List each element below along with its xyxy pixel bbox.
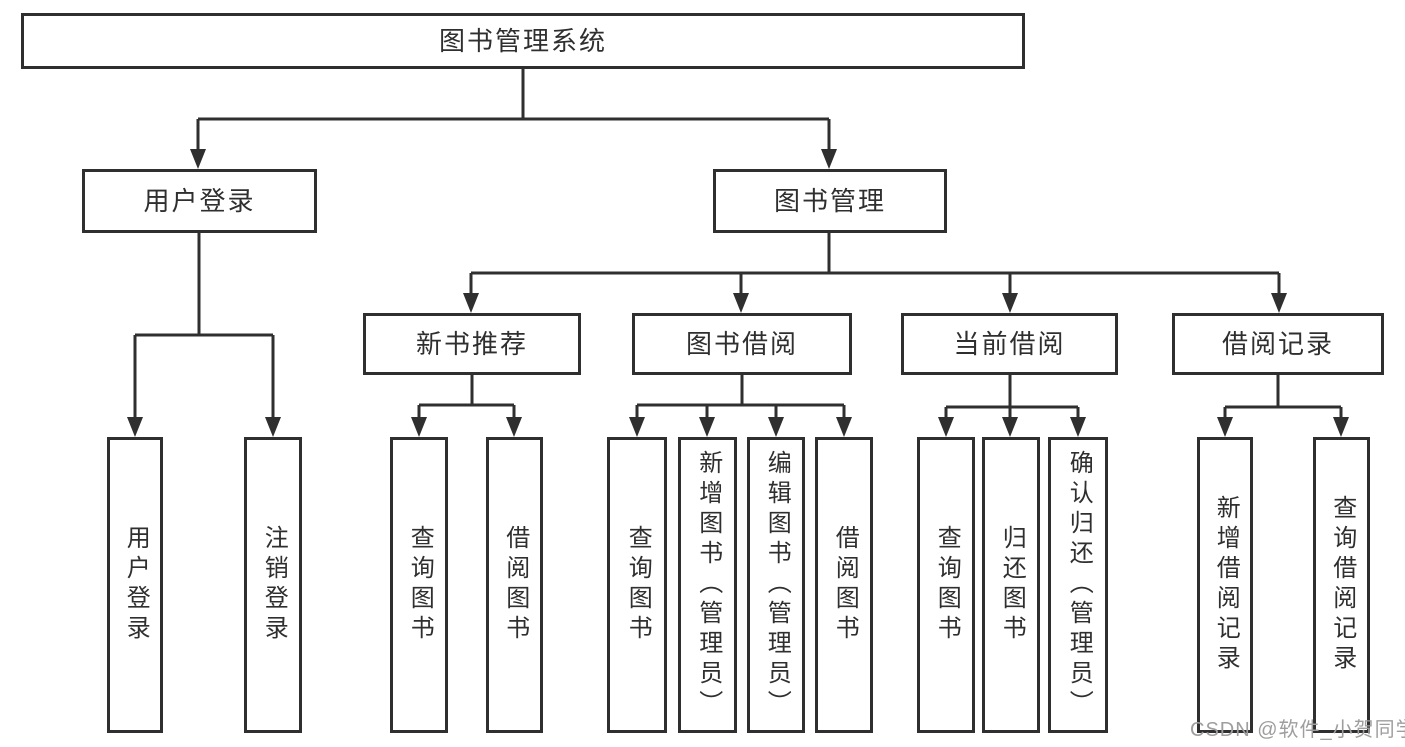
- leaf-return-book: 归还图书: [982, 437, 1040, 733]
- arrowhead-icon: [836, 417, 852, 437]
- node-label: 编辑图书（管理员）: [763, 450, 791, 720]
- arrowhead-icon: [1333, 417, 1349, 437]
- arrowhead-icon: [1070, 417, 1086, 437]
- node-user-login: 用户登录: [82, 169, 317, 233]
- node-label: 确认归还（管理员）: [1065, 450, 1093, 720]
- leaf-edit-book-admin: 编辑图书（管理员）: [747, 437, 805, 733]
- arrowhead-icon: [463, 293, 479, 313]
- arrowhead-icon: [1002, 293, 1018, 313]
- node-book-borrowing: 图书借阅: [632, 313, 852, 375]
- node-label: 当前借阅: [953, 329, 1066, 359]
- node-label: 用户登录: [143, 186, 256, 216]
- leaf-recommend-query-books: 查询图书: [390, 437, 448, 733]
- leaf-recommend-borrow-books: 借阅图书: [486, 437, 543, 733]
- leaf-current-query-books: 查询图书: [917, 437, 975, 733]
- leaf-add-book-admin: 新增图书（管理员）: [678, 437, 737, 733]
- watermark-text: CSDN @软件_小贺同学: [1190, 719, 1405, 741]
- arrowhead-icon: [821, 149, 837, 169]
- arrowhead-icon: [1217, 417, 1233, 437]
- arrowhead-icon: [411, 417, 427, 437]
- node-label: 查询图书: [933, 525, 961, 645]
- arrowheads: [127, 149, 1349, 437]
- arrowhead-icon: [265, 417, 281, 437]
- node-label: 注销登录: [260, 525, 288, 645]
- node-label: 归还图书: [998, 525, 1026, 645]
- leaf-add-borrow-record: 新增借阅记录: [1197, 437, 1253, 733]
- node-borrowing-records: 借阅记录: [1172, 313, 1384, 375]
- node-current-borrowing: 当前借阅: [901, 313, 1118, 375]
- node-label: 新增借阅记录: [1212, 495, 1240, 675]
- leaf-logout: 注销登录: [244, 437, 302, 733]
- watermark: CSDN @软件_小贺同学: [1190, 713, 1405, 742]
- leaf-query-borrow-record: 查询借阅记录: [1313, 437, 1370, 733]
- node-label: 查询借阅记录: [1328, 495, 1356, 675]
- node-label: 借阅图书: [501, 525, 529, 645]
- node-book-management: 图书管理: [713, 169, 947, 233]
- arrowhead-icon: [733, 293, 749, 313]
- node-label: 新书推荐: [415, 329, 528, 359]
- arrowhead-icon: [506, 417, 522, 437]
- connector-lines: [133, 69, 1343, 423]
- arrowhead-icon: [768, 417, 784, 437]
- node-library-system: 图书管理系统: [21, 13, 1025, 69]
- node-label: 查询图书: [624, 525, 652, 645]
- arrowhead-icon: [938, 417, 954, 437]
- node-label: 图书管理系统: [438, 26, 607, 56]
- leaf-user-login: 用户登录: [107, 437, 163, 733]
- node-label: 图书借阅: [685, 329, 798, 359]
- node-label: 用户登录: [122, 525, 150, 645]
- arrowhead-icon: [127, 417, 143, 437]
- leaf-borrowing-borrow-books: 借阅图书: [815, 437, 873, 733]
- leaf-confirm-return-admin: 确认归还（管理员）: [1048, 437, 1108, 733]
- node-new-book-recommend: 新书推荐: [363, 313, 581, 375]
- node-label: 借阅记录: [1221, 329, 1334, 359]
- arrowhead-icon: [1002, 417, 1018, 437]
- arrowhead-icon: [629, 417, 645, 437]
- leaf-borrowing-query-books: 查询图书: [607, 437, 667, 733]
- node-label: 新增图书（管理员）: [694, 450, 722, 720]
- arrowhead-icon: [699, 417, 715, 437]
- node-label: 借阅图书: [831, 525, 859, 645]
- arrowhead-icon: [190, 149, 206, 169]
- node-label: 查询图书: [406, 525, 434, 645]
- arrowhead-icon: [1271, 293, 1287, 313]
- node-label: 图书管理: [773, 186, 886, 216]
